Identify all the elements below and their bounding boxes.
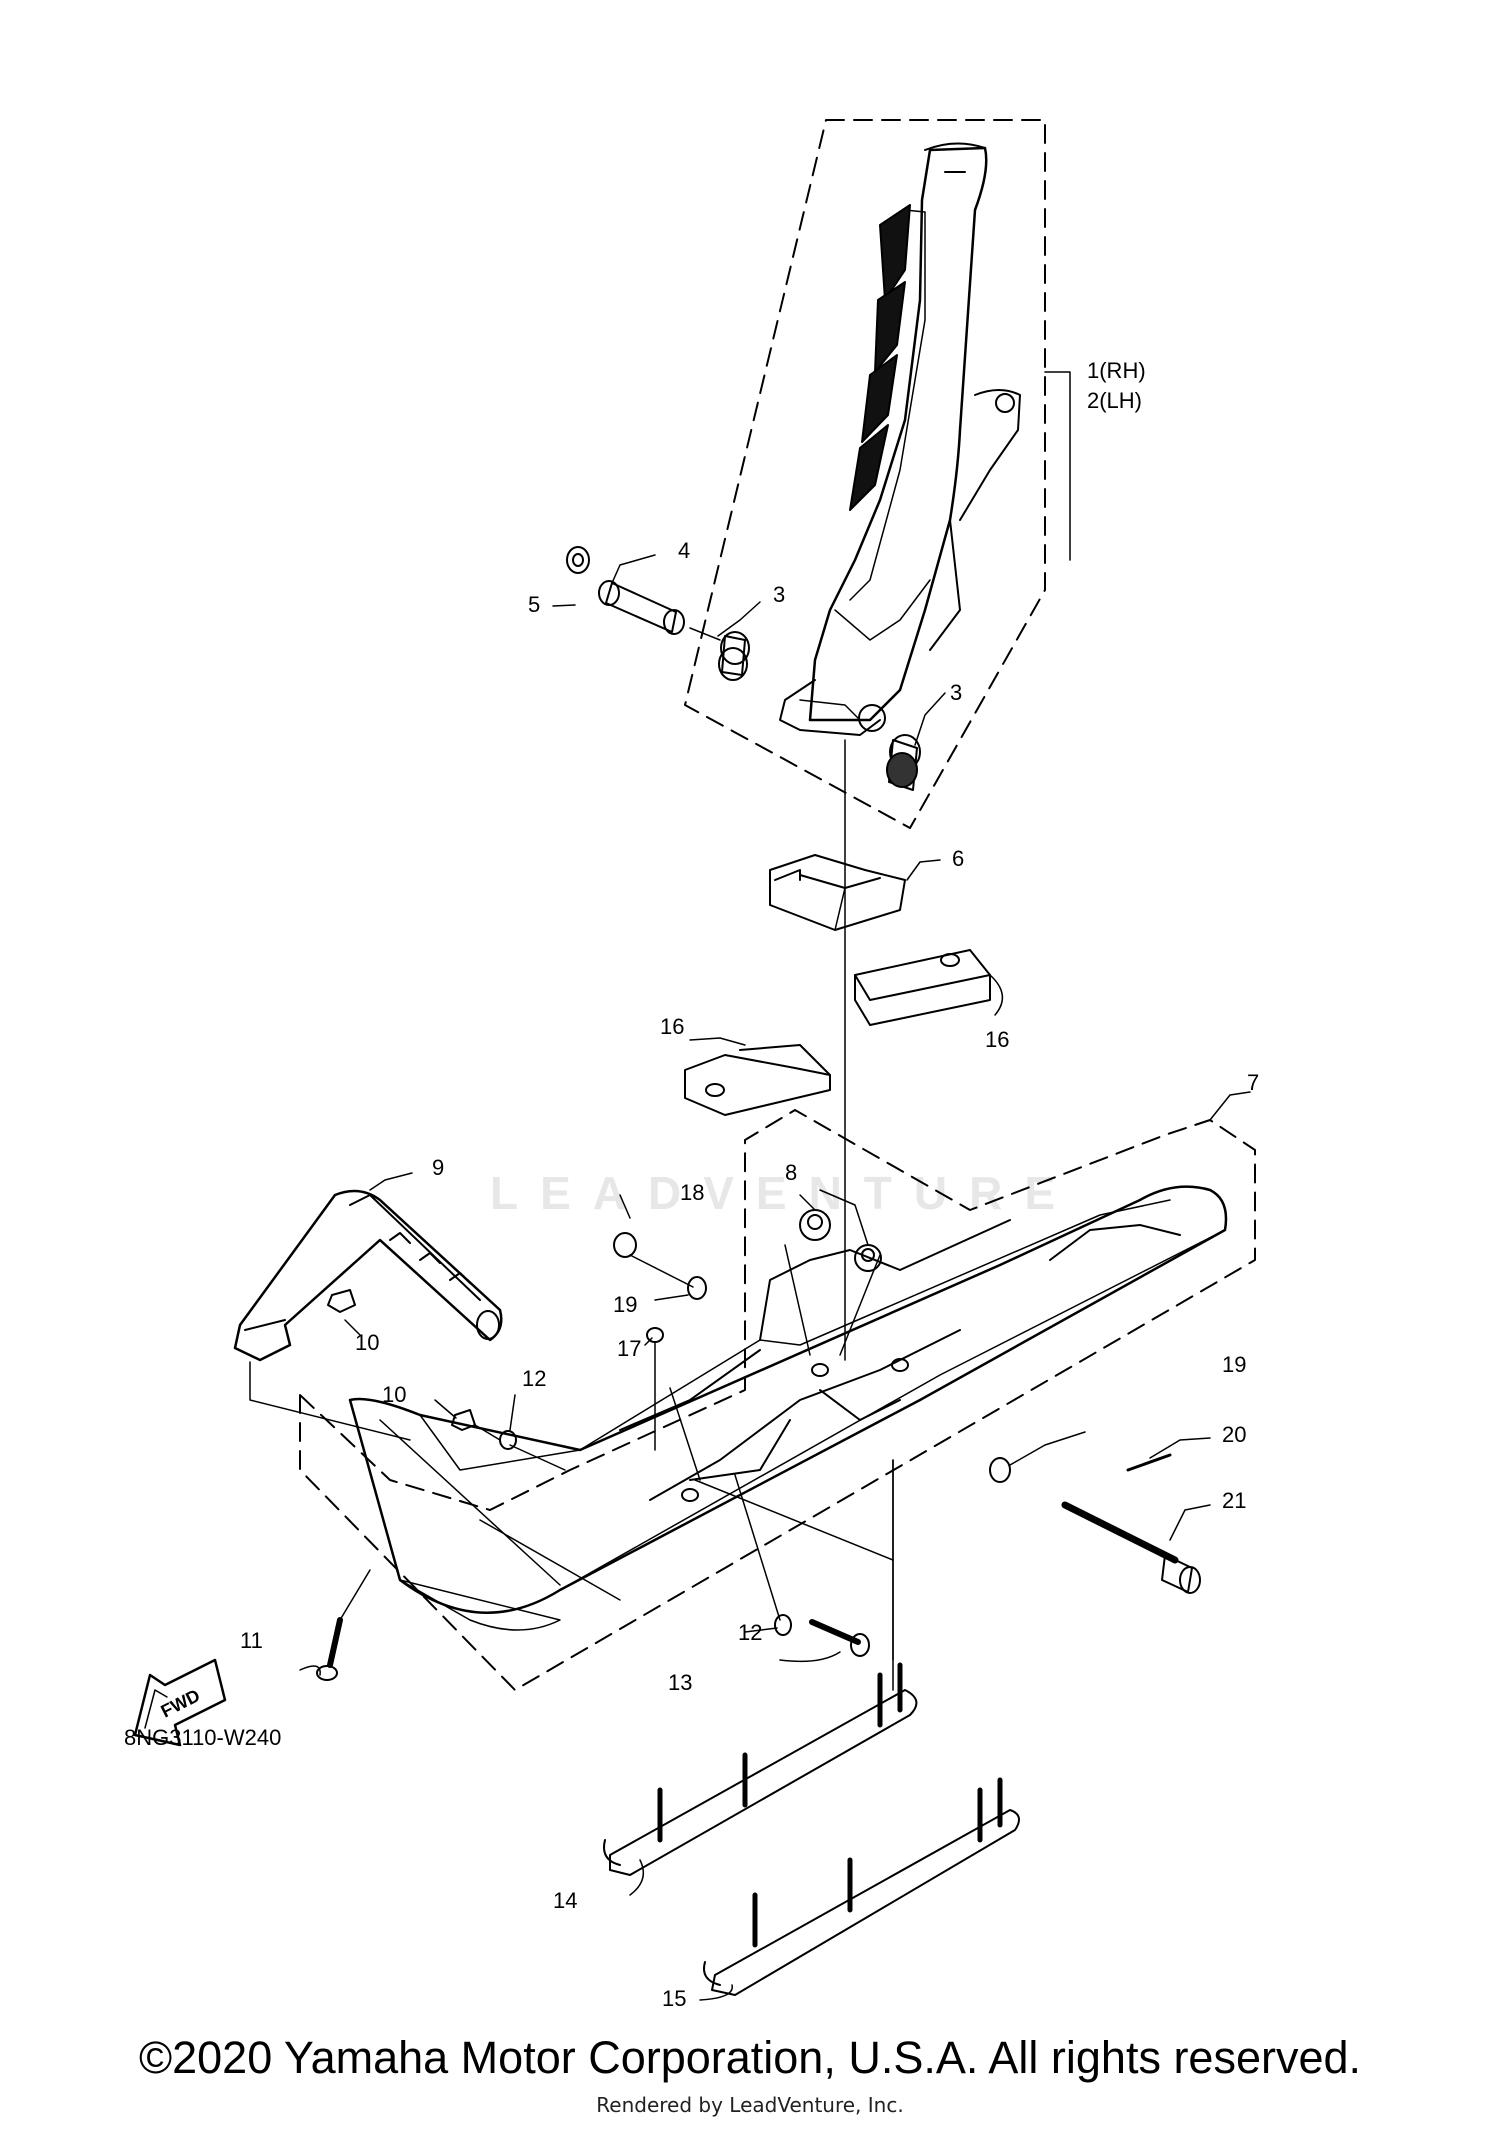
part-15-wear-bar xyxy=(703,1777,1020,1996)
part-3-bushing-right xyxy=(886,734,921,791)
callout-19a: 19 xyxy=(613,1292,637,1317)
callout-15: 15 xyxy=(662,1986,686,2011)
part-10-nut-lower xyxy=(451,1409,476,1431)
part-6-mount xyxy=(769,854,906,931)
callout-12b: 12 xyxy=(738,1620,762,1645)
part-19-washer-upper xyxy=(687,1276,707,1300)
callout-11: 11 xyxy=(240,1628,263,1653)
callout-1: 1(RH) xyxy=(1087,358,1146,383)
callout-2: 2(LH) xyxy=(1087,388,1142,413)
part-3-bushing-left xyxy=(718,631,750,681)
part-16-pad-lower xyxy=(684,1044,831,1116)
callout-10a: 10 xyxy=(355,1330,379,1355)
callout-19b: 19 xyxy=(1222,1352,1246,1377)
callout-14: 14 xyxy=(553,1888,577,1913)
spindle-leg xyxy=(779,142,1021,736)
copyright-notice: ©2020 Yamaha Motor Corporation, U.S.A. A… xyxy=(138,2032,1362,2083)
drawing-code: 8NG3110-W240 xyxy=(124,1725,282,1750)
part-5-collar xyxy=(566,546,590,574)
part-7-ski-body xyxy=(348,1185,1228,1631)
part-19-washer-lower xyxy=(989,1457,1011,1483)
leadventure-watermark: LEADVENTURE xyxy=(490,1167,1078,1219)
part-21-bolt xyxy=(1061,1501,1201,1594)
callout-13: 13 xyxy=(668,1670,692,1695)
part-4-shaft xyxy=(598,580,685,635)
part-9-handle-loop xyxy=(233,1189,503,1362)
callout-20: 20 xyxy=(1222,1422,1246,1447)
part-20-pin xyxy=(1126,1453,1172,1472)
callout-3b: 3 xyxy=(950,680,962,705)
part-14-wear-bar xyxy=(603,1662,918,1876)
part-13-bolt xyxy=(809,1619,870,1657)
callout-17: 17 xyxy=(617,1336,641,1361)
part-10-nut-upper xyxy=(327,1289,356,1313)
fwd-arrow-icon xyxy=(133,1658,227,1747)
callout-16b: 16 xyxy=(985,1027,1009,1052)
callout-7: 7 xyxy=(1247,1070,1259,1095)
part-11-screw xyxy=(316,1617,343,1681)
callout-6: 6 xyxy=(952,846,964,871)
rendered-by-notice: Rendered by LeadVenture, Inc. xyxy=(596,2093,904,2117)
callout-18: 18 xyxy=(680,1180,704,1205)
fwd-label: FWD xyxy=(158,1685,204,1721)
callout-4: 4 xyxy=(678,538,690,563)
callout-10b: 10 xyxy=(382,1382,406,1407)
ski-assembly-boundary xyxy=(299,1109,1256,1691)
callout-21: 21 xyxy=(1222,1488,1246,1513)
callout-5: 5 xyxy=(528,592,540,617)
part-12-washer-right xyxy=(774,1614,792,1636)
part-16-pad-upper xyxy=(854,949,991,1026)
callout-3a: 3 xyxy=(773,582,785,607)
spindle-assembly-boundary xyxy=(684,119,1046,829)
callout-12a: 12 xyxy=(522,1366,546,1391)
callout-16a: 16 xyxy=(660,1014,684,1039)
callout-8: 8 xyxy=(785,1160,797,1185)
part-18-nut xyxy=(613,1232,637,1258)
callout-9: 9 xyxy=(432,1155,444,1180)
